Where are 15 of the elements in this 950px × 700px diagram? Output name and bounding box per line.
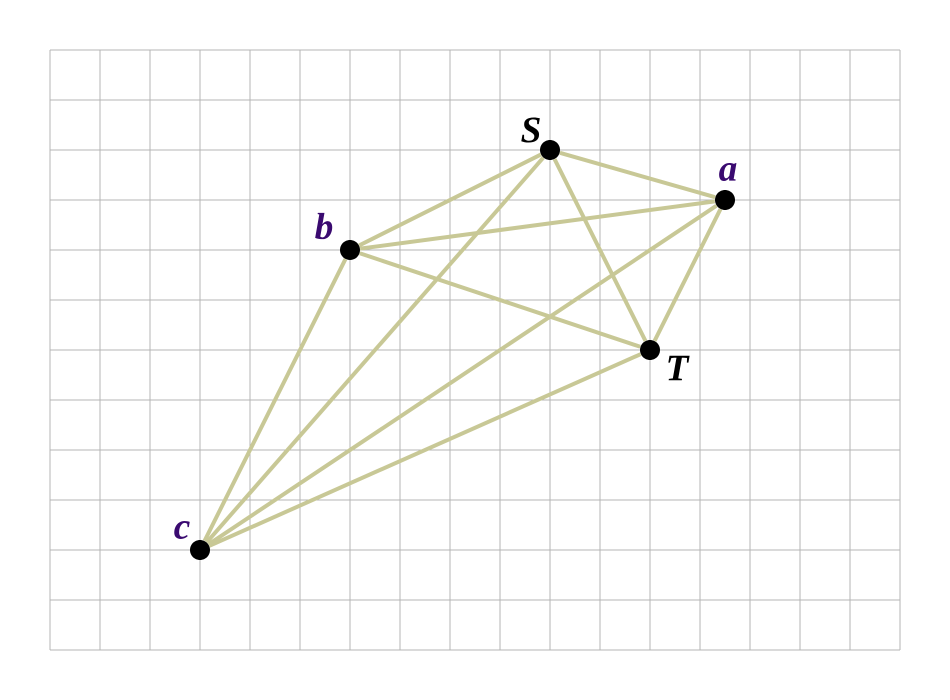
vertex-label: b (315, 212, 332, 240)
vertex-label: a (719, 163, 736, 181)
edge-line (205, 156, 545, 544)
edge-line (559, 150, 716, 200)
edge-line (202, 258, 348, 542)
edge-line (208, 352, 642, 548)
edge-line (652, 208, 722, 342)
vertex-label: T (668, 356, 690, 380)
edge-line (360, 199, 716, 251)
edge-line (552, 158, 648, 342)
vertex-label: S (521, 117, 540, 143)
edge-line (358, 152, 542, 248)
vertex-label: c (174, 521, 190, 539)
edge-line (207, 204, 718, 546)
edge-line (359, 251, 641, 349)
